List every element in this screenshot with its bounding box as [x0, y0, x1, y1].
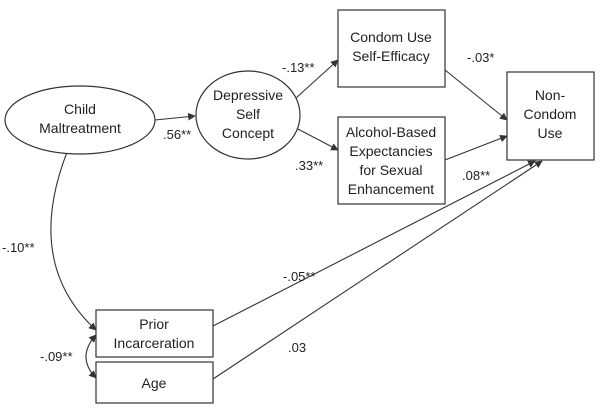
node-child-maltreatment: Child Maltreatment — [4, 85, 156, 155]
edge-maltreatment-to-depressive — [154, 112, 196, 121]
node-alcohol-line-3: for Sexual — [359, 162, 422, 178]
coef-maltreatment-incarceration: -.10** — [2, 240, 35, 255]
edge-depressive-to-alcohol — [295, 127, 339, 151]
node-alcohol-line-2: Expectancies — [349, 143, 432, 159]
node-depressive-line-1: Depressive — [213, 87, 283, 103]
node-prior-incarceration: Prior Incarceration — [95, 309, 214, 358]
node-alcohol-line-4: Enhancement — [348, 181, 435, 197]
coef-incarceration-noncondom: -.05** — [283, 269, 316, 284]
node-selfefficacy-line-2: Self-Efficacy — [352, 48, 430, 64]
node-child-maltreatment-line-2: Maltreatment — [39, 120, 121, 136]
node-condom-use-self-efficacy: Condom Use Self-Efficacy — [337, 9, 446, 88]
node-depressive-line-3: Concept — [222, 125, 274, 141]
node-noncondom-line-2: Condom — [524, 106, 577, 122]
coef-selfefficacy-noncondom: -.03* — [467, 50, 494, 65]
edge-incarceration-to-noncondom — [212, 160, 536, 327]
node-depressive-self-concept: Depressive Self Concept — [195, 70, 301, 160]
node-alcohol-expectancies: Alcohol-Based Expectancies for Sexual En… — [337, 116, 446, 205]
node-non-condom-use: Non- Condom Use — [506, 71, 595, 161]
edge-alcohol-to-noncondom — [444, 134, 508, 161]
coef-alcohol-noncondom: .08** — [462, 168, 490, 183]
coef-maltreatment-depressive: .56** — [163, 127, 191, 142]
edge-incarceration-age-correlation — [85, 334, 97, 379]
node-noncondom-line-1: Non- — [535, 87, 566, 103]
edge-depressive-to-selfefficacy — [295, 59, 339, 99]
edge-maltreatment-incarceration-correlation — [50, 139, 97, 331]
edge-selfefficacy-to-noncondom — [444, 69, 508, 121]
node-depressive-line-2: Self — [236, 106, 260, 122]
node-alcohol-line-1: Alcohol-Based — [346, 124, 436, 140]
coef-age-noncondom: .03 — [288, 340, 306, 355]
node-noncondom-line-3: Use — [538, 125, 563, 141]
coef-depressive-alcohol: .33** — [295, 158, 323, 173]
node-incarceration-line-1: Prior — [139, 316, 169, 332]
coef-depressive-selfefficacy: -.13** — [282, 60, 315, 75]
node-age: Age — [95, 361, 214, 404]
node-age-label: Age — [142, 375, 167, 391]
node-selfefficacy-line-1: Condom Use — [350, 29, 432, 45]
node-child-maltreatment-line-1: Child — [64, 101, 96, 117]
edge-age-to-noncondom — [212, 160, 543, 380]
node-incarceration-line-2: Incarceration — [114, 335, 195, 351]
coef-incarceration-age: -.09** — [40, 349, 73, 364]
